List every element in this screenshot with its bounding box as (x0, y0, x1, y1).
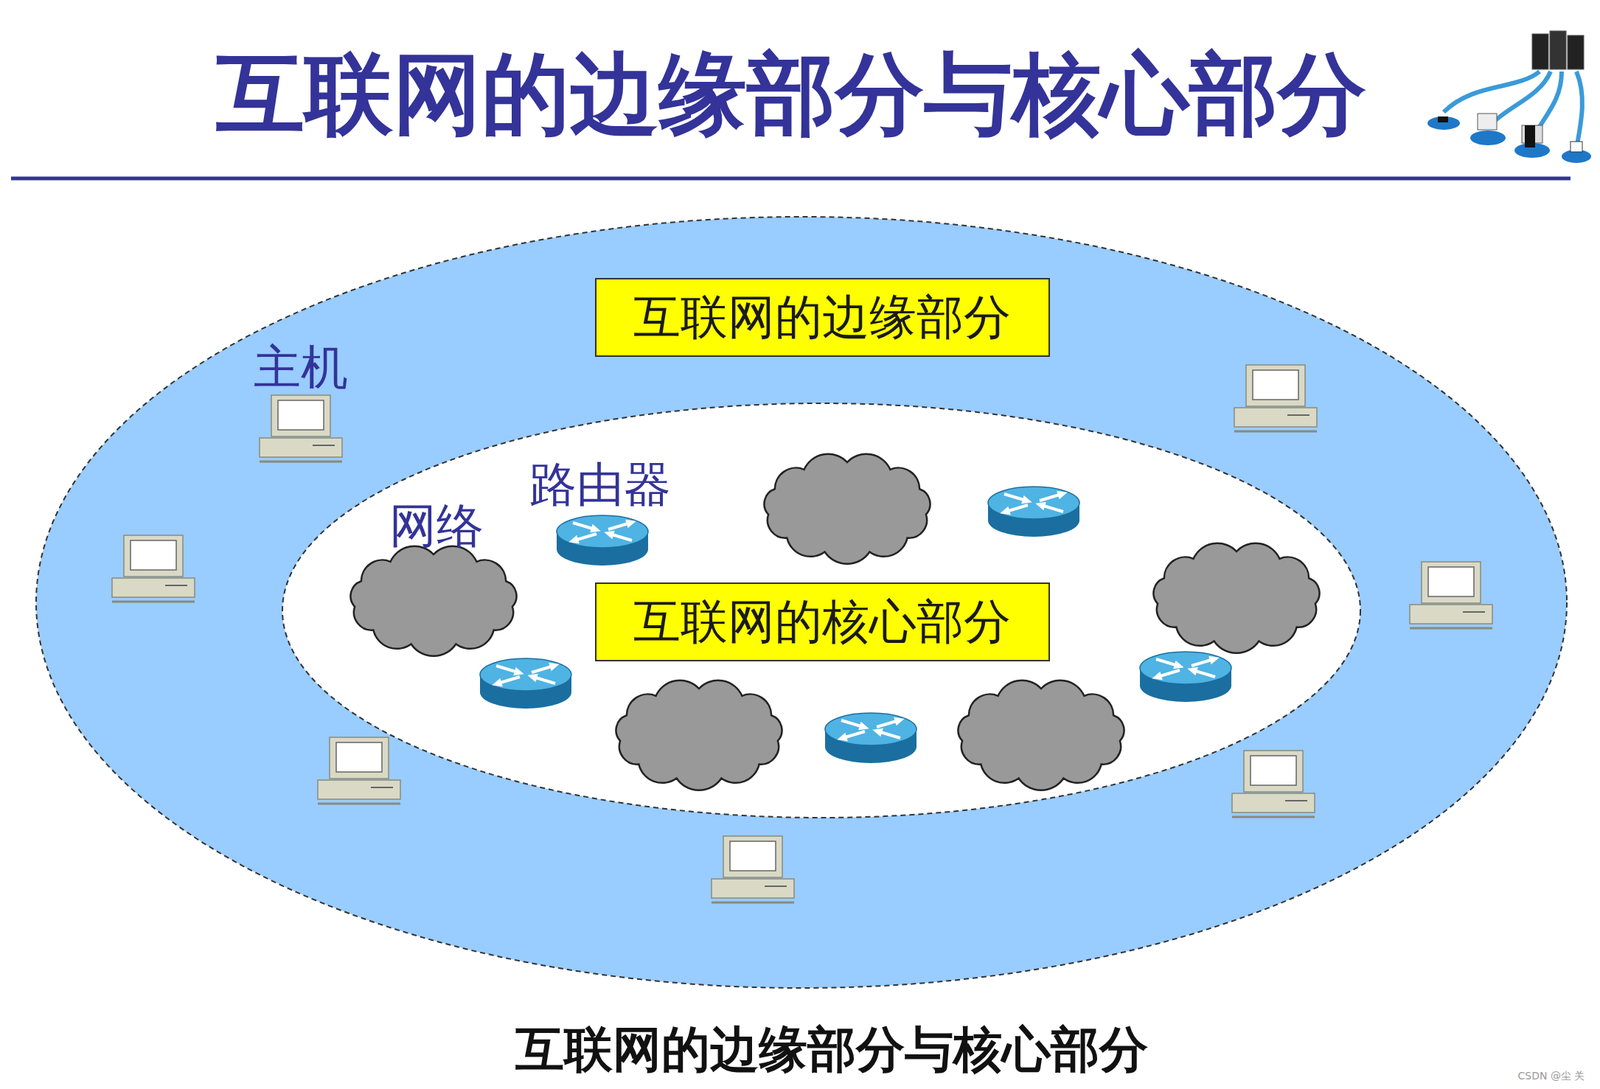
link-arrow (1576, 71, 1583, 149)
device (1524, 125, 1536, 148)
figure-caption: 互联网的边缘部分与核心部分 (515, 1023, 1149, 1078)
network-cloud (764, 454, 931, 565)
host-computer (1232, 750, 1315, 817)
host-computer (1234, 364, 1317, 432)
hosts (112, 364, 1493, 903)
box-text: 互联网的核心部分 (633, 595, 1011, 648)
network-cloud (350, 546, 517, 657)
network-cloud (958, 680, 1125, 791)
host-computer (317, 737, 401, 804)
network-cloud (1153, 543, 1320, 654)
host-computer (259, 395, 343, 462)
host-computer (711, 836, 795, 903)
server (1549, 30, 1567, 70)
routers (480, 486, 1232, 764)
server (1567, 35, 1584, 70)
network-label: 网络 (389, 499, 484, 552)
host-label: 主机 (253, 341, 349, 393)
edge-region (36, 216, 1567, 989)
core-region (282, 403, 1361, 818)
host-computer (112, 535, 195, 602)
corner-icon (1427, 30, 1592, 163)
label-box: 互联网的核心部分 (595, 582, 1050, 662)
device-disc (1427, 116, 1460, 130)
router-icon (480, 658, 572, 709)
box-text: 互联网的边缘部分 (633, 291, 1011, 343)
server (1532, 33, 1549, 70)
title-rule (11, 176, 1571, 181)
device (1477, 113, 1497, 130)
watermark: CSDN @尘 关 (1518, 1070, 1586, 1082)
router-icon (1139, 651, 1232, 702)
label-box: 互联网的边缘部分 (595, 277, 1050, 357)
router-icon (988, 486, 1080, 537)
link-arrow (1487, 71, 1551, 127)
link-arrow (1443, 71, 1540, 113)
router-icon (825, 712, 917, 764)
page-title: 互联网的边缘部分与核心部分 (216, 45, 1367, 144)
device (1570, 141, 1583, 152)
device-disc (1470, 130, 1506, 146)
network-clouds (350, 454, 1320, 791)
router-label: 路由器 (529, 458, 671, 511)
device (1437, 116, 1449, 123)
router-icon (556, 515, 649, 566)
host-computer (1409, 561, 1493, 629)
network-cloud (616, 680, 783, 791)
